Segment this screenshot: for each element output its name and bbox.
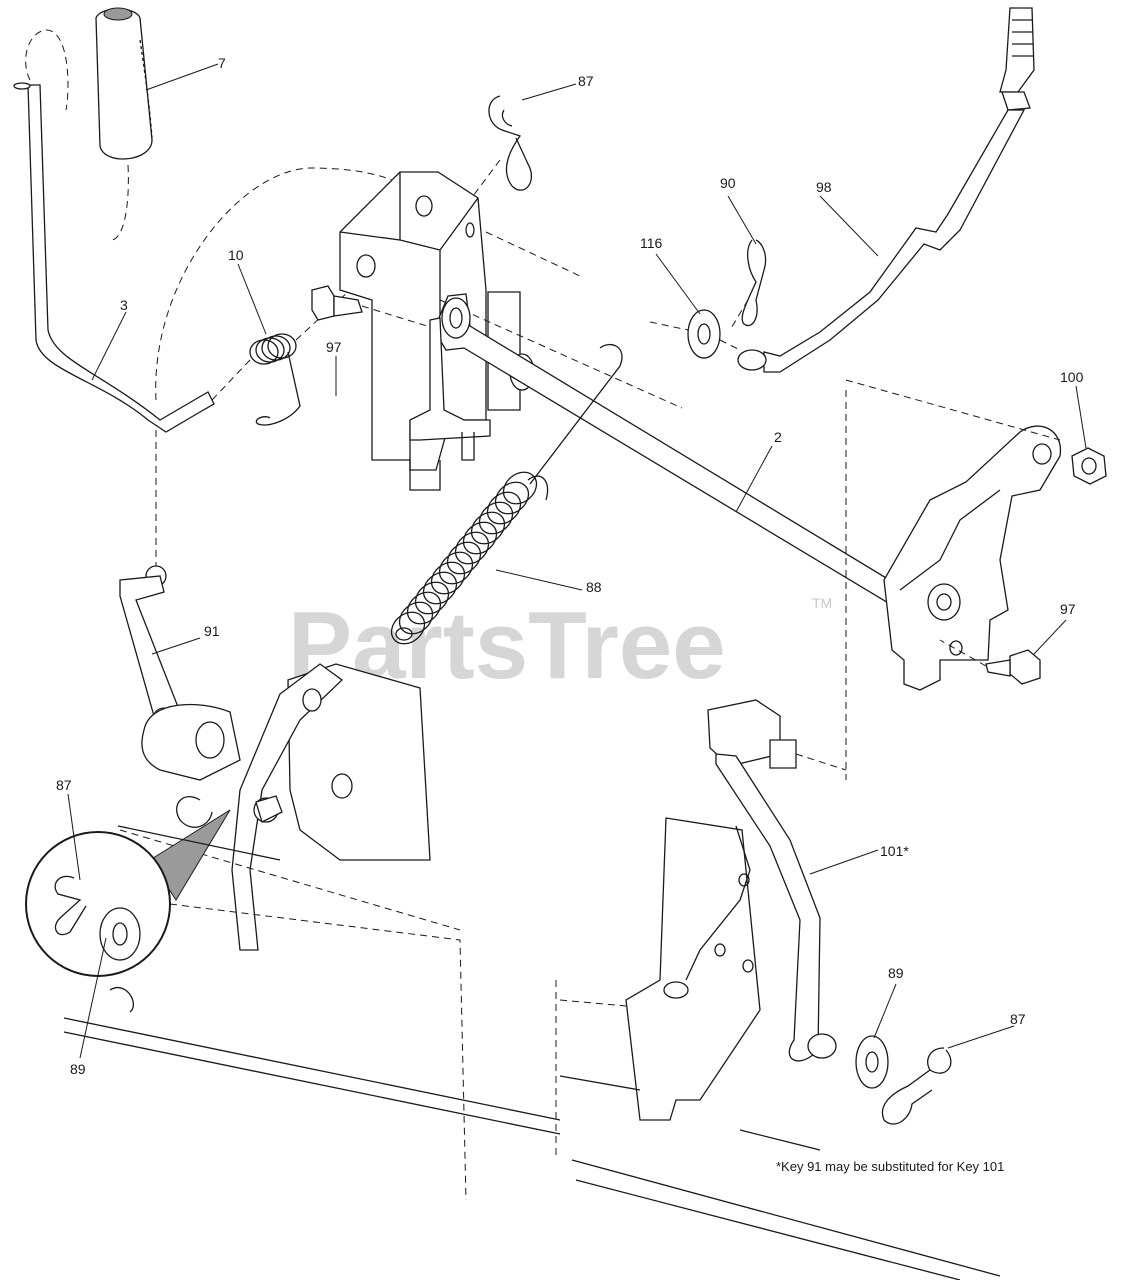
callout-98: 98 bbox=[816, 179, 832, 195]
part-91-lift-link bbox=[119, 565, 241, 781]
part-87-right-hairpin-clip bbox=[881, 1047, 952, 1125]
part-98-rod bbox=[737, 7, 1035, 373]
part-88-extension-spring bbox=[390, 343, 623, 645]
left-lift-arm-assembly bbox=[119, 663, 461, 951]
callout-3: 3 bbox=[120, 297, 128, 313]
callout-2: 2 bbox=[774, 429, 782, 445]
callout-88: 88 bbox=[586, 579, 602, 595]
detail-magnifier bbox=[25, 809, 231, 977]
callout-97-left: 97 bbox=[326, 339, 342, 355]
callout-91: 91 bbox=[204, 623, 220, 639]
part-2-lift-shaft bbox=[409, 293, 1061, 780]
deck-outline bbox=[63, 825, 1001, 1280]
callout-10: 10 bbox=[228, 247, 244, 263]
part-100-hex-nut bbox=[1071, 447, 1107, 485]
callout-89-right: 89 bbox=[888, 965, 904, 981]
callout-101: 101* bbox=[880, 843, 909, 859]
part-7-handle-grip bbox=[95, 7, 153, 241]
part-3-lift-lever bbox=[13, 29, 421, 570]
callout-89-left: 89 bbox=[70, 1061, 86, 1077]
callout-7: 7 bbox=[218, 55, 226, 71]
leader-lines bbox=[67, 63, 1087, 1059]
part-89-right-washer bbox=[855, 1035, 889, 1089]
watermark-trademark: TM bbox=[812, 595, 832, 611]
part-101-lift-link bbox=[707, 699, 847, 1062]
right-side-plate bbox=[625, 817, 761, 1121]
callout-100: 100 bbox=[1060, 369, 1084, 385]
part-116-washer bbox=[649, 309, 741, 359]
callout-87-top: 87 bbox=[578, 73, 594, 89]
callout-90: 90 bbox=[720, 175, 736, 191]
callout-labels: 7 87 90 98 116 10 3 97 100 2 88 97 91 87… bbox=[56, 55, 1084, 1077]
callout-87-right: 87 bbox=[1010, 1011, 1026, 1027]
callout-116: 116 bbox=[640, 235, 663, 251]
callout-97-right: 97 bbox=[1060, 601, 1076, 617]
footnote: *Key 91 may be substituted for Key 101 bbox=[776, 1159, 1004, 1174]
callout-87-left: 87 bbox=[56, 777, 72, 793]
left-mounting-bracket bbox=[339, 171, 683, 491]
part-90-hairpin-clip bbox=[729, 239, 767, 331]
part-97-left-bolt bbox=[311, 285, 441, 331]
part-97-right-bolt bbox=[939, 639, 1041, 685]
